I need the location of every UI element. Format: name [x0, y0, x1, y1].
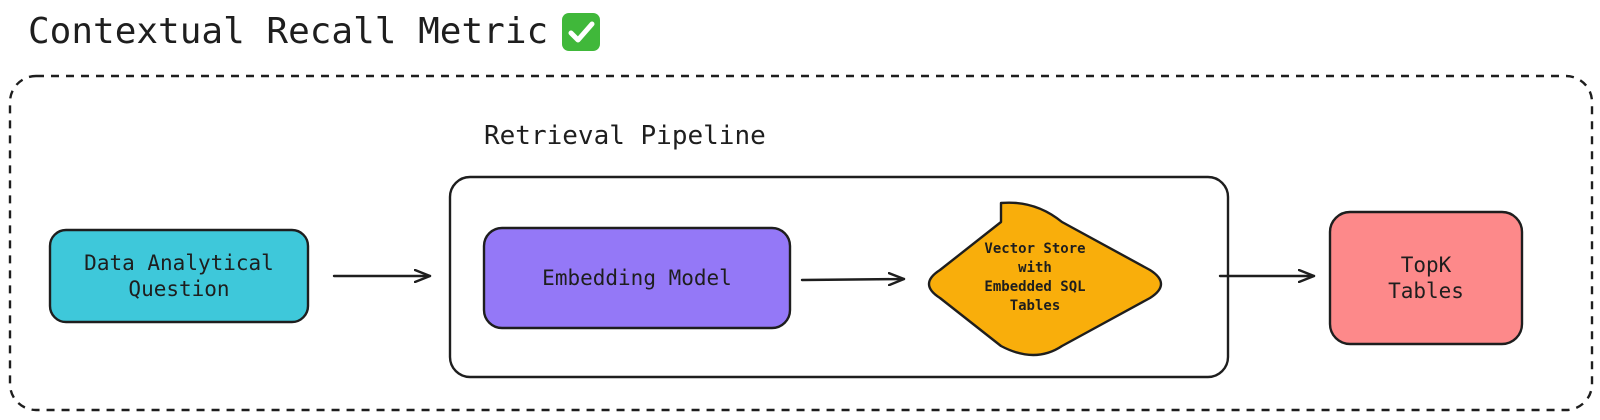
diagram-title-text: Contextual Recall Metric [28, 11, 549, 52]
question-node [48, 228, 310, 324]
arrow-embedding-to-vector-store [800, 279, 906, 280]
retrieval-pipeline-label: Retrieval Pipeline [484, 121, 766, 151]
question-node-label: Data Analytical Question [84, 251, 274, 301]
topk-tables-node [1328, 210, 1524, 346]
embedding-model-node [482, 226, 792, 330]
embedding-model-node-label: Embedding Model [542, 266, 732, 290]
topk-tables-node-label: TopK Tables [1388, 253, 1464, 303]
outer-dashed-frame [8, 74, 1594, 412]
diagram-title: Contextual Recall Metric [28, 8, 601, 56]
check-mark-glyph [568, 21, 595, 43]
vector-store-node [927, 201, 1163, 357]
check-mark-button-icon [562, 13, 601, 51]
vector-store-node-label: Vector Store with Embedded SQL Tables [984, 241, 1086, 314]
